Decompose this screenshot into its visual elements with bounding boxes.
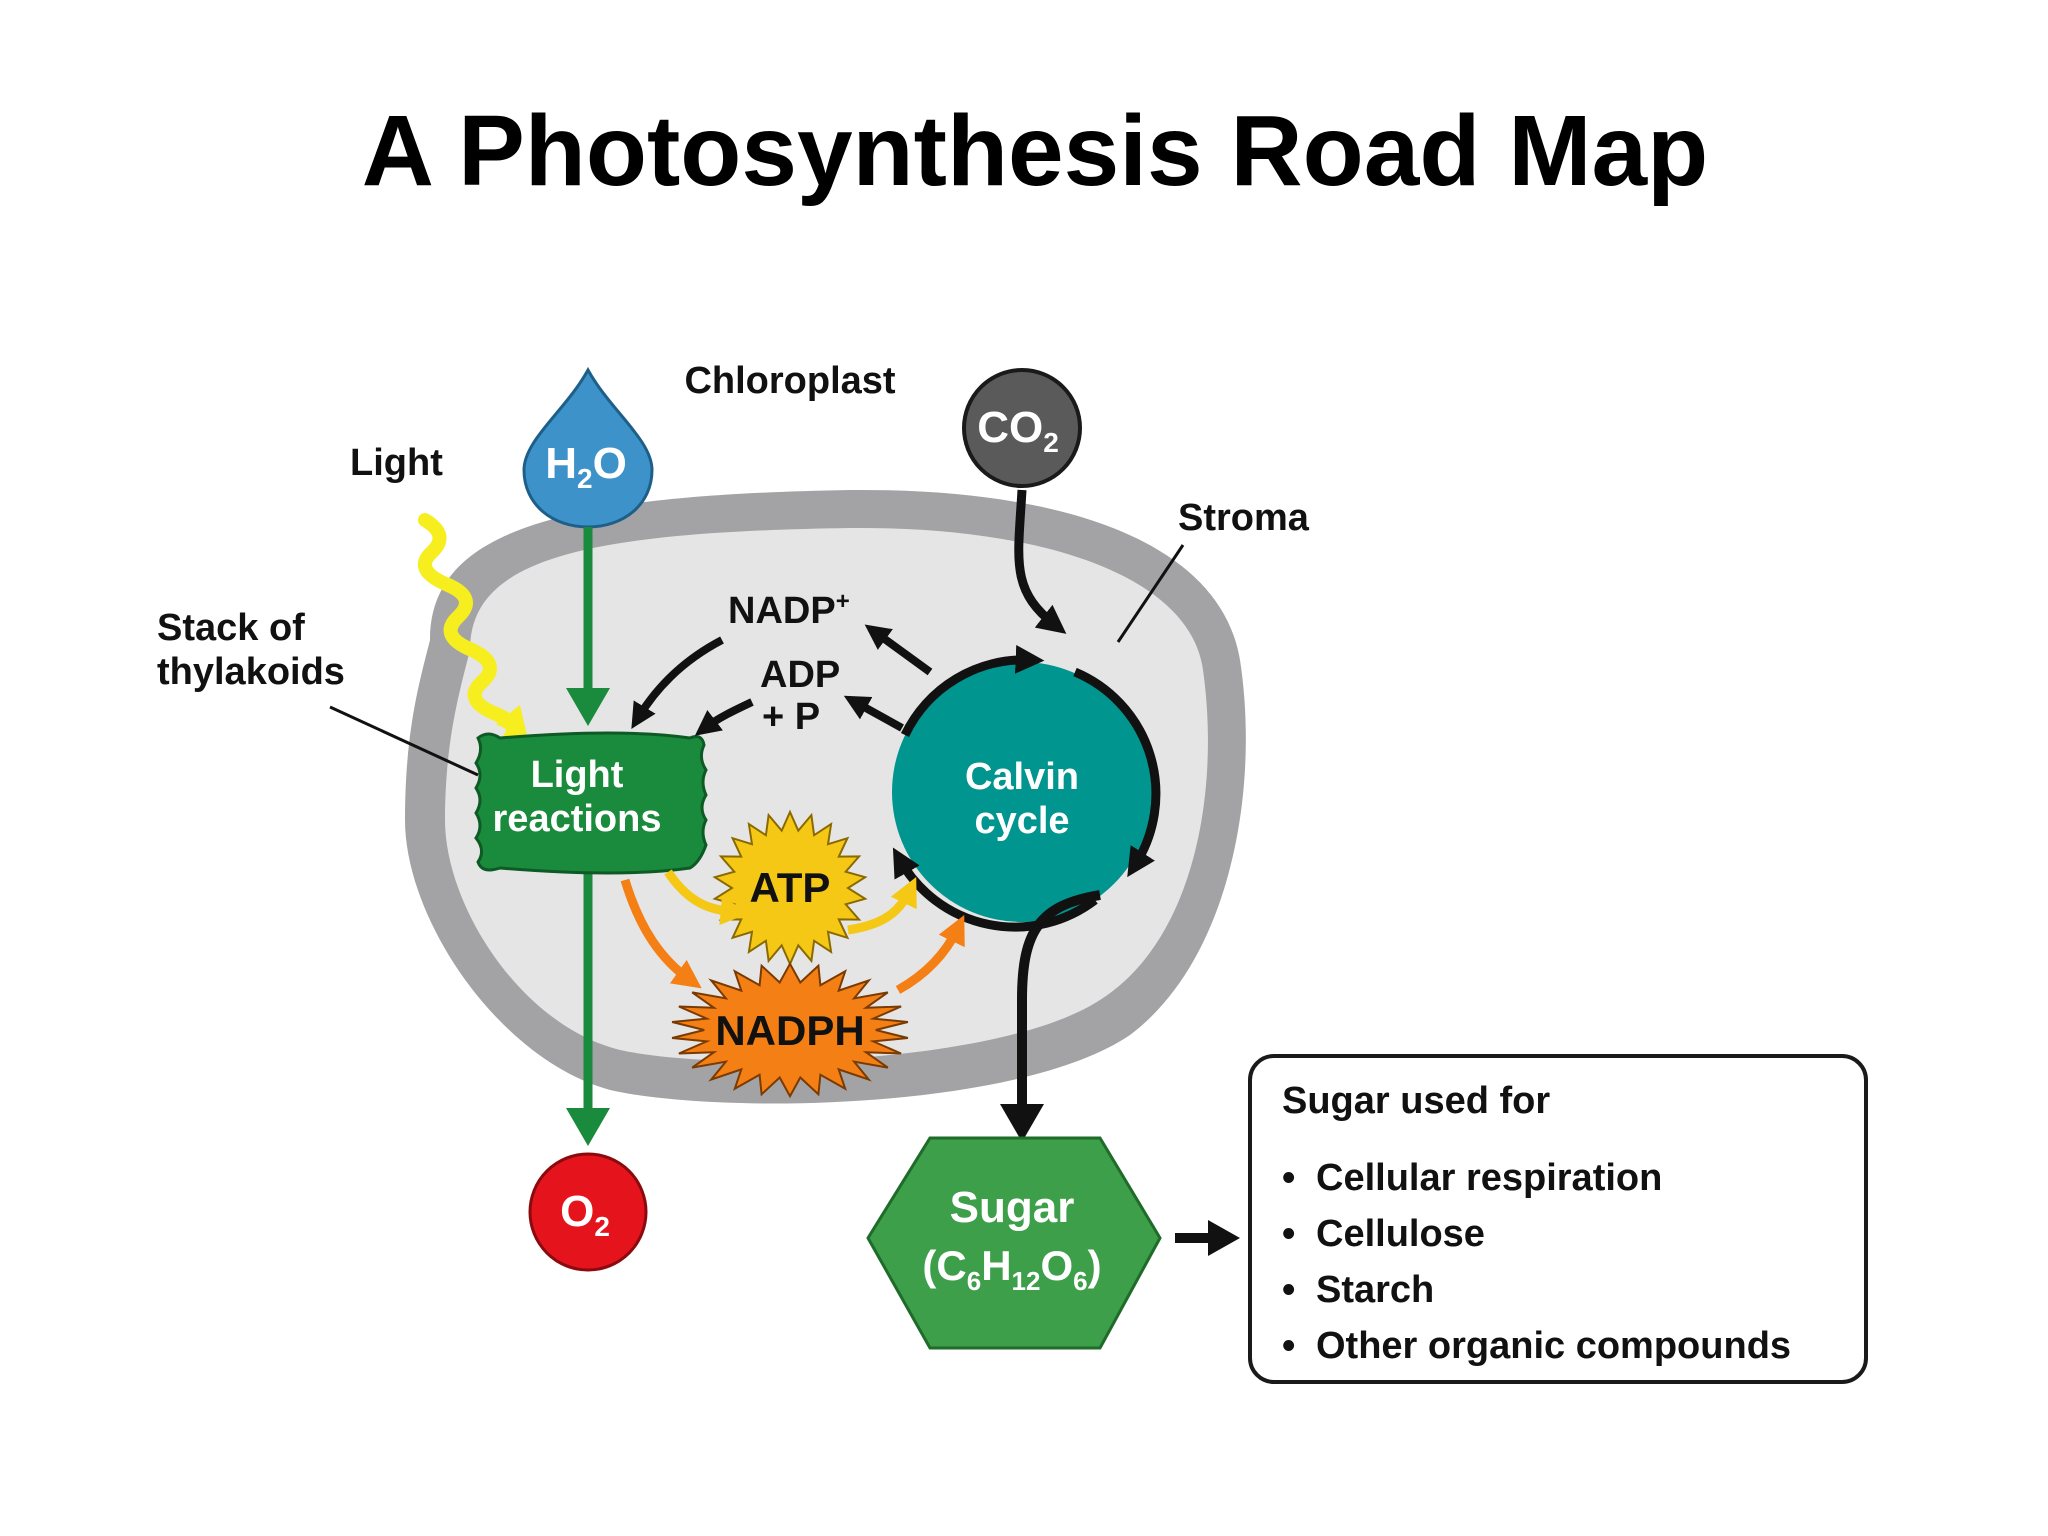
sugar-uses-list: •Cellular respiration •Cellulose •Starch… — [1282, 1150, 1791, 1374]
nadp-from-calvin-arrow — [864, 624, 933, 676]
calvin-cycle-line1: Calvin — [965, 756, 1079, 798]
sugar-formula: (C6H12O6) — [922, 1242, 1101, 1296]
bullet: • — [1282, 1325, 1296, 1367]
chloroplast-label: Chloroplast — [684, 360, 895, 402]
light-ray-arrowhead — [496, 705, 528, 740]
atp-to-calvin-arrow — [847, 877, 917, 935]
thylakoid-leader-line — [329, 705, 479, 777]
light-reactions-box — [474, 731, 708, 875]
co2-arrow — [1014, 489, 1067, 634]
atp-from-light-arrow — [664, 869, 750, 926]
bullet: • — [1282, 1157, 1296, 1199]
water-arrowhead — [566, 688, 610, 726]
adp-to-light-arrow — [694, 698, 754, 736]
sugar-uses-heading: Sugar used for — [1282, 1080, 1551, 1122]
nadph-star — [671, 961, 909, 1099]
light-label: Light — [350, 442, 443, 484]
calvin-cycle-line2: cycle — [974, 800, 1069, 842]
sugar-label: Sugar — [950, 1183, 1075, 1232]
stack-label-line2: thylakoids — [157, 651, 345, 693]
calvin-to-sugar-arrowhead — [1000, 1104, 1044, 1142]
sugar-uses-box: Sugar used for •Cellular respiration •Ce… — [1248, 1054, 1868, 1384]
calvin-cycle-arrow-top — [900, 644, 1045, 737]
nadp-to-light-arrow — [631, 636, 724, 729]
adp-label-line2: + P — [762, 696, 820, 738]
sugar-to-uses-arrowhead — [1208, 1220, 1240, 1256]
adp-label-line1: ADP — [760, 654, 840, 696]
sugar-hexagon — [866, 1136, 1162, 1350]
list-item: •Cellulose — [1282, 1206, 1791, 1262]
nadph-to-calvin-arrow — [895, 915, 965, 994]
o2-label: O2 — [560, 1187, 610, 1242]
stroma-leader-line — [1116, 544, 1185, 643]
water-drop — [522, 366, 654, 529]
atp-label: ATP — [750, 864, 831, 911]
calvin-to-sugar-arrow — [1017, 890, 1101, 1108]
light-reactions-line2: reactions — [493, 798, 662, 840]
light-ray — [417, 513, 520, 745]
bullet: • — [1282, 1269, 1296, 1311]
stack-label-line1: Stack of — [157, 607, 305, 649]
adp-from-calvin-arrow — [843, 695, 904, 732]
nadph-label: NADPH — [715, 1007, 864, 1054]
nadp-plus-label: NADP+ — [728, 588, 850, 632]
co2-circle — [962, 368, 1082, 488]
light-reactions-line1: Light — [531, 754, 624, 796]
calvin-cycle-arrow-bottom — [892, 847, 1098, 932]
calvin-cycle-arrow-right — [1073, 667, 1161, 878]
bullet: • — [1282, 1213, 1296, 1255]
oxygen-circle — [528, 1152, 648, 1272]
list-item: •Other organic compounds — [1282, 1318, 1791, 1374]
nadph-from-light-arrow — [620, 878, 702, 989]
list-item: •Starch — [1282, 1262, 1791, 1318]
co2-label: CO2 — [977, 403, 1059, 458]
page-title: A Photosynthesis Road Map — [362, 95, 1708, 207]
list-item: •Cellular respiration — [1282, 1150, 1791, 1206]
stroma-label: Stroma — [1178, 497, 1310, 539]
calvin-cycle-circle — [892, 662, 1152, 922]
h2o-label: H2O — [545, 439, 627, 494]
oxygen-arrowhead — [566, 1108, 610, 1146]
